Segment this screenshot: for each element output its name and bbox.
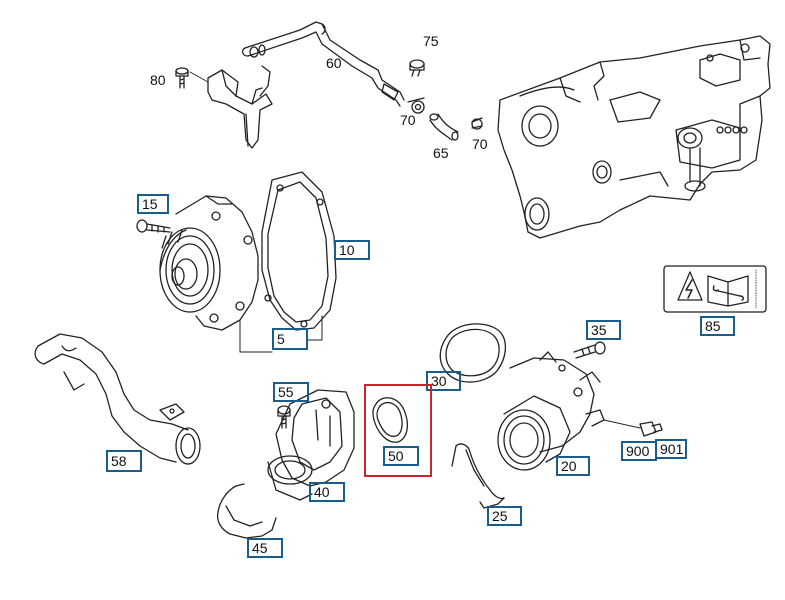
warning-label-icon <box>663 265 767 313</box>
thermostat-housing-20 <box>497 351 605 471</box>
bolt-75 <box>409 59 425 77</box>
banjo-fitting-70 <box>407 97 425 114</box>
coolant-pipe-60 <box>241 21 405 107</box>
part-label-25[interactable]: 25 <box>487 506 522 526</box>
part-label-55[interactable]: 55 <box>273 382 309 402</box>
part-label-40[interactable]: 40 <box>309 482 345 502</box>
water-pump <box>159 195 259 331</box>
part-label-60: 60 <box>326 55 342 71</box>
part-label-35[interactable]: 35 <box>586 320 621 340</box>
part-label-900[interactable]: 900 <box>621 441 657 461</box>
part-label-75: 75 <box>423 33 439 49</box>
part-label-10[interactable]: 10 <box>334 240 370 260</box>
bolt-15 <box>136 219 171 233</box>
part-label-901[interactable]: 901 <box>655 439 687 459</box>
pipe-bracket <box>207 65 273 149</box>
part-label-15[interactable]: 15 <box>137 194 169 214</box>
spring-clip-25 <box>451 443 505 509</box>
coolant-pipe-58 <box>34 333 201 465</box>
part-label-5[interactable]: 5 <box>272 328 308 350</box>
part-label-65: 65 <box>433 145 449 161</box>
sensor-900 <box>603 419 663 437</box>
part-label-45[interactable]: 45 <box>247 538 283 558</box>
thermostat-cover-40 <box>267 389 355 501</box>
leader-5 <box>239 315 323 353</box>
part-label-50[interactable]: 50 <box>383 446 419 466</box>
spring-clip-45 <box>216 483 277 539</box>
part-label-80: 80 <box>150 72 166 88</box>
seal-ring-50 <box>372 397 409 443</box>
hose-65 <box>429 113 459 141</box>
o-ring-30 <box>439 323 506 383</box>
engine-housing <box>497 35 771 239</box>
bolt-35 <box>573 341 606 359</box>
selected-part-highlight <box>364 384 432 477</box>
part-label-30[interactable]: 30 <box>426 371 461 391</box>
part-label-70: 70 <box>400 112 416 128</box>
part-label-70-clamp: 70 <box>472 136 488 152</box>
bolt-80 <box>175 67 189 89</box>
part-label-58[interactable]: 58 <box>106 450 142 472</box>
electric-bolt-icon <box>677 271 703 301</box>
bolt-55 <box>277 405 291 429</box>
part-label-85[interactable]: 85 <box>700 316 735 336</box>
clamp-70 <box>471 117 483 130</box>
wrench-icon <box>712 285 744 301</box>
part-label-20[interactable]: 20 <box>556 456 590 476</box>
pump-gasket-10 <box>261 171 337 331</box>
